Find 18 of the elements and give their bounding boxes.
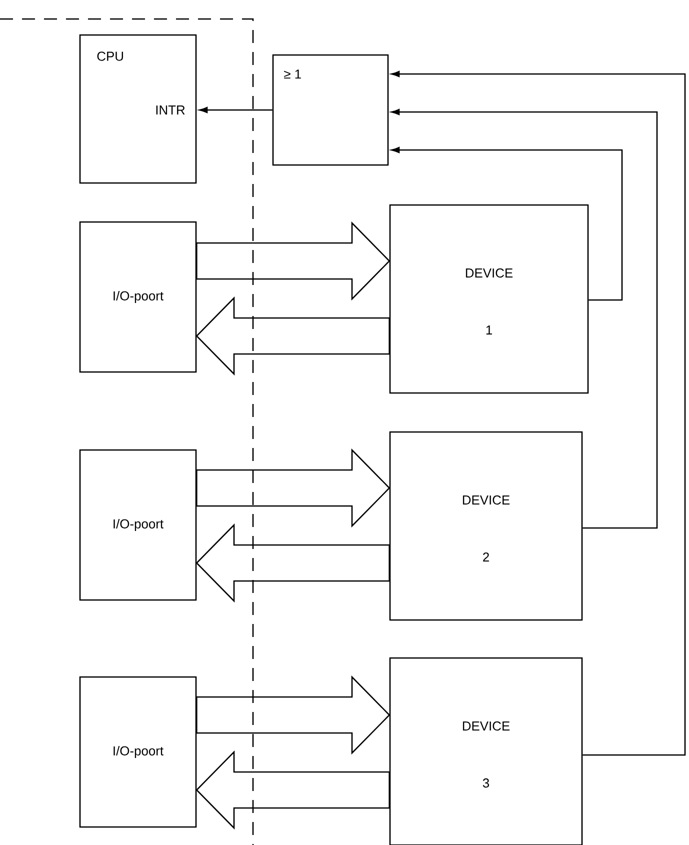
wide-arrow	[196, 448, 390, 528]
wide-arrow	[196, 523, 390, 603]
wide-arrow	[196, 750, 390, 830]
device-box: DEVICE 3	[389, 657, 583, 845]
device-box: DEVICE 2	[389, 431, 583, 621]
arrow	[199, 106, 272, 114]
arrow	[391, 108, 658, 529]
device-box: DEVICE 1	[389, 204, 589, 394]
port-box: I/O-poort	[79, 676, 197, 828]
arrow	[391, 70, 686, 756]
wide-arrow	[196, 296, 390, 376]
wide-arrow	[196, 675, 390, 755]
cpu-box: CPU INTR	[79, 34, 197, 184]
wide-arrow	[196, 221, 390, 301]
or-gate-box: ≥ 1	[272, 54, 389, 166]
arrow	[391, 146, 623, 301]
port-box: I/O-poort	[79, 221, 197, 373]
port-box: I/O-poort	[79, 449, 197, 601]
